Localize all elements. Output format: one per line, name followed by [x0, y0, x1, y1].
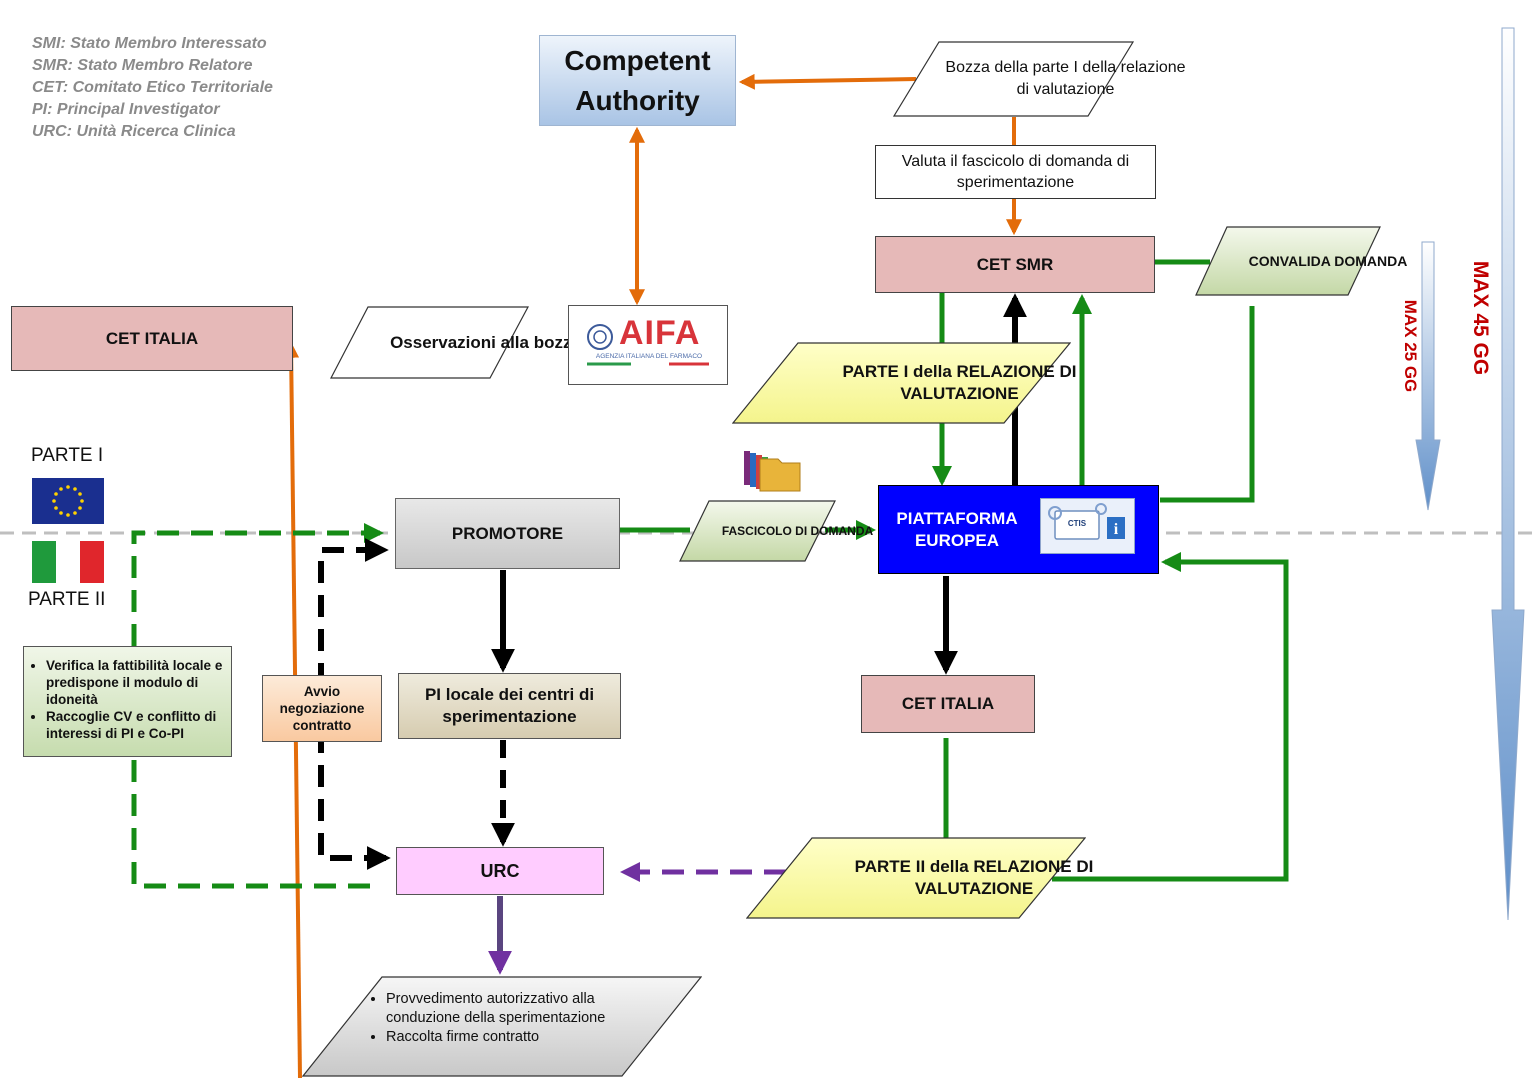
- urc-box: URC: [396, 847, 604, 895]
- provvedimento-item: Provvedimento autorizzativo alla conduzi…: [386, 990, 617, 1028]
- verifica-box: Verifica la fattibilità locale e predisp…: [23, 646, 232, 757]
- cet-smr-box: CET SMR: [875, 236, 1155, 293]
- svg-text:i: i: [1114, 521, 1119, 538]
- aifa-logo-text: AIFA: [619, 314, 701, 352]
- legend: SMI: Stato Membro Interessato SMR: Stato…: [32, 33, 273, 143]
- italy-flag-icon: [32, 541, 104, 583]
- aifa-subtitle: AGENZIA ITALIANA DEL FARMACO: [595, 353, 703, 360]
- folders-icon: [744, 451, 801, 492]
- osservazioni-label: Osservazioni alla bozza: [390, 332, 581, 352]
- promotore-box: PROMOTORE: [395, 498, 620, 569]
- max45-label: MAX 45 GG: [1469, 260, 1492, 376]
- verifica-item: Verifica la fattibilità locale e predisp…: [46, 657, 223, 708]
- parte2-relazione-parallelogram: PARTE II della RELAZIONE DI VALUTAZIONE: [746, 837, 1093, 919]
- legend-item: PI: Principal Investigator: [32, 101, 220, 118]
- cet-italia-bottom-box: CET ITALIA: [861, 675, 1035, 733]
- osservazioni-parallelogram: Osservazioni alla bozza: [330, 306, 581, 379]
- fascicolo-label: FASCICOLO DI DOMANDA: [721, 524, 874, 538]
- parte2-label: PARTE II: [28, 589, 106, 610]
- legend-item: URC: Unità Ricerca Clinica: [32, 123, 236, 140]
- competent-authority-label: Competent Authority: [564, 44, 711, 116]
- promotore-label: PROMOTORE: [451, 523, 564, 543]
- provvedimento-item: Raccolta firme contratto: [386, 1028, 617, 1047]
- fascicolo-parallelogram: FASCICOLO DI DOMANDA: [679, 500, 873, 562]
- valuta-label: Valuta il fascicolo di domanda di sperim…: [901, 153, 1130, 191]
- parte1-label: PARTE I: [31, 445, 104, 466]
- cet-smr-label: CET SMR: [976, 254, 1054, 274]
- cet-italia-top-box: CET ITALIA: [11, 306, 293, 371]
- cet-italia-bottom-label: CET ITALIA: [901, 694, 995, 713]
- parte1-relazione-label: PARTE I della RELAZIONE DI VALUTAZIONE: [842, 362, 1077, 403]
- arrow-parte2-to-piattaforma: [1052, 552, 1289, 882]
- arrow-bozza-to-authority: [738, 73, 917, 90]
- ctis-label: CTIS: [1067, 519, 1087, 528]
- provvedimento-text: Provvedimento autorizzativo alla conduzi…: [372, 990, 617, 1047]
- parte1-relazione-parallelogram: PARTE I della RELAZIONE DI VALUTAZIONE: [732, 342, 1076, 424]
- convalida-parallelogram: CONVALIDA DOMANDA: [1195, 226, 1407, 296]
- timeline-25-arrow: [1415, 241, 1441, 511]
- timeline-45-arrow: [1491, 27, 1525, 921]
- piattaforma-label: PIATTAFORMA EUROPEA: [896, 509, 1018, 550]
- bozza-parallelogram: Bozza della parte I della relazione di v…: [893, 41, 1186, 117]
- competent-authority-box: Competent Authority: [539, 35, 736, 126]
- eu-flag-icon: [32, 478, 104, 524]
- bozza-label: Bozza della parte I della relazione di v…: [945, 59, 1186, 98]
- parte2-relazione-label: PARTE II della RELAZIONE DI VALUTAZIONE: [854, 857, 1094, 898]
- legend-item: CET: Comitato Etico Territoriale: [32, 79, 273, 96]
- ctis-logo: i CTIS: [1040, 498, 1135, 554]
- valuta-box: Valuta il fascicolo di domanda di sperim…: [875, 145, 1156, 199]
- avvio-label: Avvio negoziazione contratto: [279, 684, 365, 733]
- verifica-item: Raccoglie CV e conflitto di interessi di…: [46, 708, 223, 742]
- urc-label: URC: [480, 860, 520, 881]
- max25-label: MAX 25 GG: [1401, 299, 1420, 393]
- pi-locale-label: PI locale dei centri di sperimentazione: [424, 685, 595, 726]
- aifa-logo-box: AIFA AGENZIA ITALIANA DEL FARMACO: [568, 305, 728, 385]
- cet-italia-top-label: CET ITALIA: [105, 328, 199, 348]
- pi-locale-box: PI locale dei centri di sperimentazione: [398, 673, 621, 739]
- arrow-convalida-to-piattaforma: [1160, 306, 1255, 503]
- convalida-label: CONVALIDA DOMANDA: [1248, 253, 1408, 269]
- provvedimento-parallelogram: Provvedimento autorizzativo alla conduzi…: [302, 976, 702, 1077]
- piattaforma-box: PIATTAFORMA EUROPEA i CTIS: [878, 485, 1159, 574]
- legend-item: SMI: Stato Membro Interessato: [32, 35, 267, 52]
- avvio-box: Avvio negoziazione contratto: [262, 675, 382, 742]
- legend-item: SMR: Stato Membro Relatore: [32, 57, 253, 74]
- aifa-logo: [587, 324, 709, 366]
